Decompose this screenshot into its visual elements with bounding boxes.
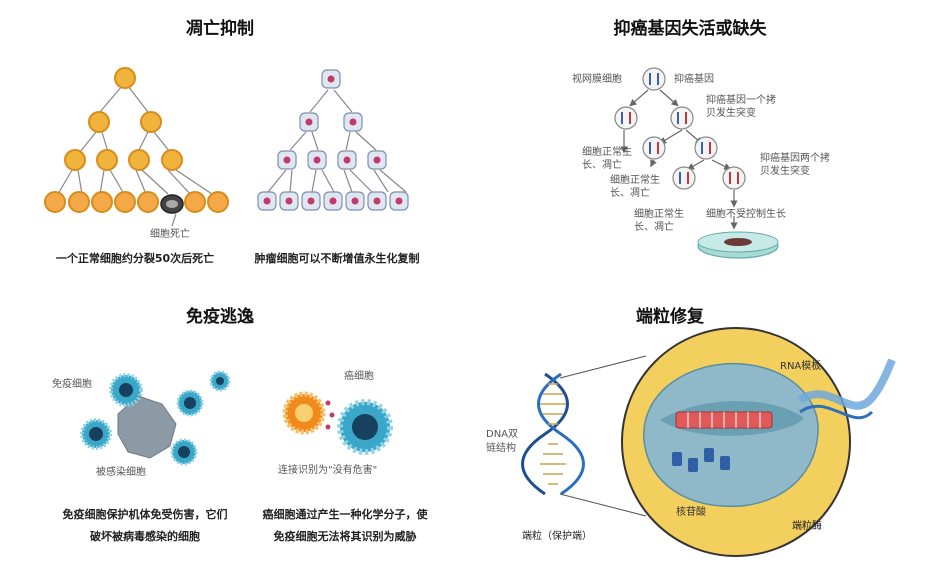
immune-caption-left-2: 破坏被病毒感染的细胞	[90, 530, 200, 543]
dna-helix	[521, 372, 585, 496]
retinal-cells	[614, 67, 746, 190]
tumor-nuclei	[263, 75, 403, 205]
dna-ribbon	[797, 358, 896, 410]
cancer-cell-label: 癌细胞	[344, 371, 374, 382]
immune-cell-label: 免疫细胞	[52, 379, 92, 390]
telomerase-label: 端粒酶	[792, 521, 822, 532]
title-suppressor: 抑癌基因失活或缺失	[613, 19, 767, 39]
tumor-cell-caption: 肿瘤细胞可以不断增值永生化复制	[254, 252, 420, 265]
cell-death-label: 细胞死亡	[150, 229, 190, 240]
title-immune: 免疫逃逸	[186, 307, 254, 327]
rna-template-label: RNA模板	[780, 361, 822, 372]
normal-cells	[44, 67, 229, 214]
nucleotide-label: 核苷酸	[676, 507, 706, 518]
normal-growth-label-1: 细胞正常生长、凋亡	[582, 147, 632, 171]
suppressor-gene-label: 抑癌基因	[674, 74, 714, 85]
retinal-cell-label: 视网膜细胞	[572, 74, 622, 85]
infected-cell-label: 被感染细胞	[96, 467, 146, 478]
immune-cells	[80, 370, 231, 466]
normal-cell-caption: 一个正常细胞约分裂50次后死亡	[55, 252, 215, 265]
dna-structure-label-1: DNA双	[486, 429, 519, 440]
title-telomere: 端粒修复	[636, 307, 704, 327]
infected-cell	[117, 395, 177, 459]
petri-dish	[697, 231, 779, 259]
title-apoptosis: 凋亡抑制	[186, 19, 254, 39]
immune-caption-left-1: 免疫细胞保护机体免受伤害，它们	[62, 508, 228, 521]
gene-marks	[621, 73, 739, 184]
normal-growth-label-3: 细胞正常生长、凋亡	[634, 209, 684, 233]
immune-caption-right-2: 免疫细胞无法将其识别为威胁	[273, 530, 417, 543]
one-copy-mutation-label: 抑癌基因一个拷贝发生突变	[706, 95, 776, 119]
two-copies-mutation-label: 抑癌基因两个拷贝发生突变	[760, 153, 830, 177]
no-danger-label: 连接识别为"没有危害"	[278, 465, 378, 476]
normal-cell-tree	[57, 85, 213, 227]
tumor-cell-tree	[267, 89, 407, 193]
normal-growth-label-2: 细胞正常生长、凋亡	[610, 175, 660, 199]
telomere-protect-label: 端粒（保护端）	[522, 531, 592, 542]
uncontrolled-growth-label: 细胞不受控制生长	[706, 209, 786, 220]
dna-structure-label-2: 链结构	[486, 443, 516, 454]
immune-caption-right-1: 癌细胞通过产生一种化学分子，使	[262, 508, 428, 521]
